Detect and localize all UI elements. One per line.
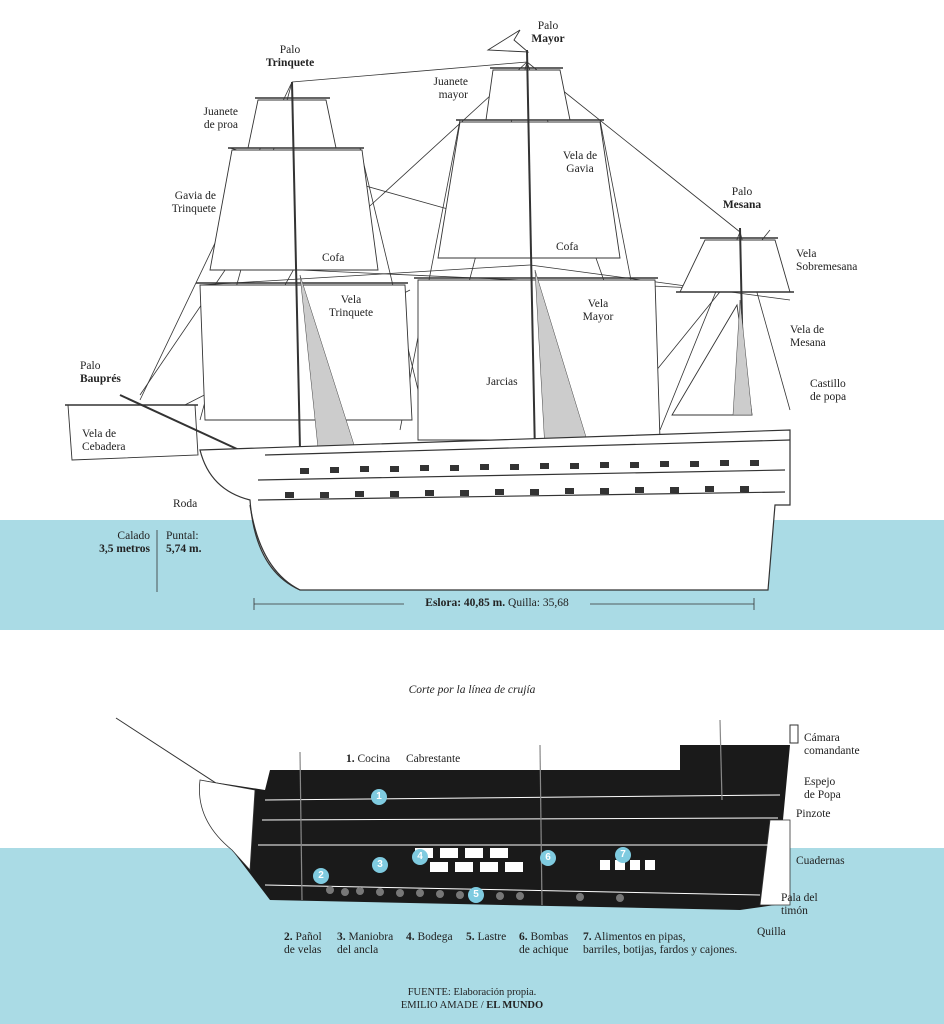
label-vela-sobremesana: Vela Sobremesana [796,248,858,273]
legend-item-2: 2. Pañol de velas [284,931,322,956]
legend-item-7: 7. Alimentos en pipas, barriles, botijas… [583,931,738,956]
legend-item-5: 5. Lastre [466,931,507,943]
marker-6: 6 [540,850,556,866]
label-cabrestante: Cabrestante [406,753,461,765]
credit-line: EMILIO AMADE / EL MUNDO [400,1000,544,1011]
label-vela-mayor: Vela Mayor [582,298,614,323]
marker-1: 1 [371,789,387,805]
marker-4: 4 [412,849,428,865]
label-vela-trinquete: Vela Trinquete [328,294,374,319]
label-cuadernas: Cuadernas [796,855,845,867]
label-espejo-popa: Espejo de Popa [804,776,841,801]
label-vela-mesana: Vela de Mesana [790,324,826,349]
marker-5: 5 [468,887,484,903]
source-line: FUENTE: Elaboración propia. [407,987,537,998]
legend-item-6: 6. Bombas de achique [519,931,569,956]
label-puntal: Puntal:5,74 m. [166,530,202,555]
label-cocina: 1. Cocina [346,753,391,765]
label-juanete-mayor: Juanete mayor [433,76,468,101]
label-roda: Roda [173,498,198,510]
label-camara-comandante: Cámara comandante [804,732,860,757]
label-pala-timon: Pala del timón [781,892,818,917]
label-eslora: Eslora: 40,85 m. Quilla: 35,68 [404,597,590,610]
label-vela-gavia: Vela de Gavia [562,150,598,175]
section-title: Corte por la línea de crujía [408,684,536,696]
legend-item-4: 4. Bodega [406,931,453,943]
label-castillo-popa: Castillo de popa [810,378,847,403]
galleon-side-view [65,29,794,610]
marker-3: 3 [372,857,388,873]
label-pinzote: Pinzote [796,808,831,820]
label-cofa-trinquete: Cofa [322,252,345,264]
label-gavia-trinquete: Gavia de Trinquete [171,190,216,215]
label-quilla: Quilla [757,926,786,938]
legend-item-3: 3. Maniobra del ancla [337,931,394,956]
label-juanete-proa: Juanete de proa [203,106,238,131]
label-jarcias: Jarcias [486,376,518,388]
label-cofa-mayor: Cofa [556,241,579,253]
marker-7: 7 [615,847,631,863]
marker-2: 2 [313,868,329,884]
label-vela-cebadera: Vela de Cebadera [82,428,126,453]
